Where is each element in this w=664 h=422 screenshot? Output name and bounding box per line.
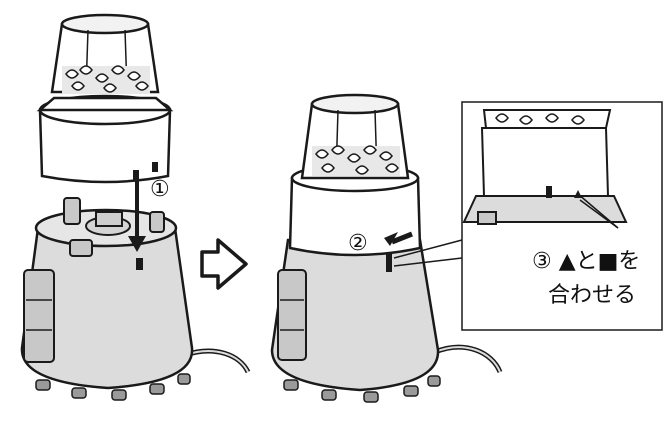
- step-2-label: ②: [348, 231, 368, 256]
- blender-base: [22, 198, 192, 400]
- base-square-mark: [136, 258, 143, 270]
- grinder-cup: [40, 15, 170, 182]
- power-cord-right: [435, 347, 500, 372]
- step-3-label-line2: 合わせる: [548, 283, 636, 308]
- outline-right-arrow-icon: [202, 240, 246, 288]
- step-1-label: ①: [150, 177, 170, 202]
- control-panel: [24, 270, 54, 362]
- step-3-label-line1: ③ ▲と■を: [532, 249, 640, 274]
- cup-triangle-mark: [133, 170, 139, 180]
- left-figure: ①: [22, 15, 248, 400]
- zoom-inset: ③ ▲と■を 合わせる: [462, 102, 662, 330]
